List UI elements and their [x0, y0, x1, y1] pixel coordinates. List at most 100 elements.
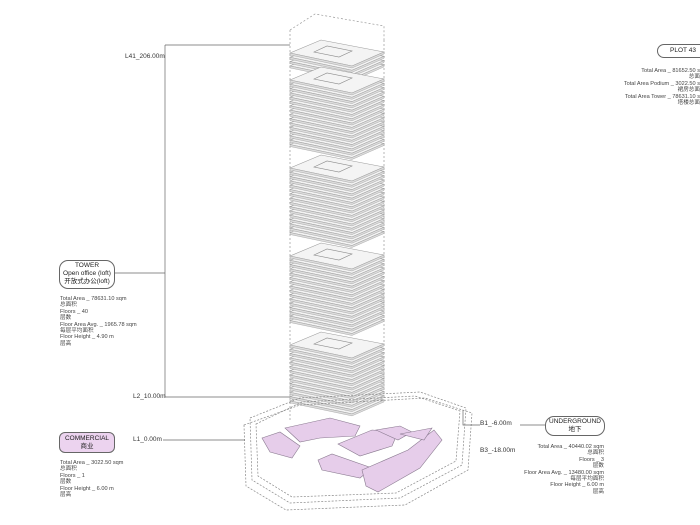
floor-slab-edge [289, 399, 385, 417]
tower-line: Total Area _ 78631.10 sqm [60, 296, 127, 302]
floor-slab-edge [289, 314, 385, 332]
floor-slab-edge [289, 205, 385, 222]
underground-badge: UNDERGROUND 地下 [545, 416, 605, 436]
underground-line: Floors _ 3 [579, 456, 604, 463]
tower-line: 层数 [60, 315, 72, 322]
floor-slab-edge [289, 91, 385, 109]
underground-line: Floor Area Avg. _ 13480.00 sqm [524, 469, 604, 476]
floor-slab-edge [289, 254, 385, 272]
commercial-title-cn: 商业 [80, 443, 94, 450]
underground-outline [243, 391, 473, 511]
floor-slab-edge [289, 113, 385, 130]
commercial-line: 层高 [60, 492, 72, 499]
floor-slab-edge [289, 201, 385, 218]
floor-slab-edge [289, 347, 385, 365]
floor-slab-edge [289, 378, 385, 395]
floor-slab-edge [289, 306, 385, 323]
floor-slab-edge [289, 95, 385, 113]
commercial-block [399, 427, 433, 441]
floor-slab-edge [289, 108, 385, 126]
floor-slab-edge [289, 284, 385, 302]
floor-slab-edge [289, 301, 385, 319]
floor-slab-edge [289, 192, 385, 210]
floor-slab-edge [289, 365, 385, 382]
floor-slab-edge [289, 319, 385, 336]
floor-slab-edge [289, 390, 385, 408]
commercial-badge: COMMERCIAL 商业 [59, 432, 115, 453]
floor-slab-edge [289, 231, 385, 248]
floor-slab-edge [289, 121, 385, 139]
commercial-block [361, 429, 443, 493]
commercial-line: Floors _ 1 [60, 472, 85, 479]
floor-slab-edge [289, 82, 385, 100]
floor-slab-edge [289, 289, 385, 306]
floor-slab-edge [289, 310, 385, 328]
tower-badge: TOWER Open office (loft) 开放式办公(loft) [59, 260, 115, 289]
plot-info: Total Area _ 81652.50 s 总面 Total Area Po… [600, 68, 700, 106]
underground-title: UNDERGROUND [549, 418, 601, 425]
commercial-line: 总面积 [60, 466, 77, 473]
floor-slab-edge [289, 51, 385, 69]
floor-slab-edge [289, 134, 385, 152]
floor-slab-edge [289, 170, 385, 188]
floor-slab-edge [289, 276, 385, 293]
level-label-l41: L41_206.00m [125, 53, 165, 60]
floor-slab-edge [289, 166, 385, 184]
level-label-l2: L2_10.00m [133, 393, 166, 400]
floor-slab-edge [289, 271, 385, 289]
underground-line: 每层平均面积 [570, 476, 604, 483]
core-outline [313, 248, 353, 261]
floor-slab-edge [289, 87, 385, 104]
plot-line: Total Area Tower _ 78631.10 s [624, 93, 700, 100]
floor-slab-edge [289, 125, 385, 143]
underground-line: 层高 [592, 488, 604, 495]
floor-slab-edge [289, 356, 385, 374]
tower-info: Total Area _ 78631.10 sqm 总面积 Floors _ 4… [60, 296, 137, 347]
floor-slab-edge [289, 263, 385, 280]
tower-line: Floor Area Avg. _ 1965.78 sqm [60, 321, 137, 328]
core-outline [313, 160, 353, 173]
floor-slab-edge [289, 209, 385, 227]
commercial-block [284, 417, 361, 443]
tower-subtitle: Open office (loft) [63, 270, 111, 277]
commercial-line: 层数 [60, 479, 72, 486]
level-label-b3: B3_-18.00m [480, 447, 516, 454]
floor-slab-edge [289, 352, 385, 369]
floor-slab-edge [289, 280, 385, 298]
plot-line: 裙房总面 [677, 87, 700, 94]
underground-line: Floor Height _ 6.00 m [550, 482, 604, 489]
tower-line: Floors _ 40 [60, 308, 88, 315]
floor-slab-edge [289, 293, 385, 310]
floor-slab-edge [289, 143, 385, 160]
floor-slab-edge [289, 183, 385, 201]
floor-slab-edge [289, 343, 385, 361]
plot-line: Total Area Podium _ 3022.50 s [623, 80, 700, 87]
plot-line: 塔楼总面 [677, 100, 700, 107]
floor-slab-edge [289, 175, 385, 192]
commercial-block [337, 429, 399, 457]
floor-slab-edge [289, 218, 385, 235]
tower-line: 层高 [60, 340, 72, 347]
underground-line: 总面积 [587, 450, 604, 457]
plot-line: Total Area _ 81652.50 s [641, 68, 700, 74]
commercial-podium [261, 417, 443, 493]
leader-lines [113, 44, 545, 441]
tower-line: Floor Height _ 4.90 m [60, 334, 114, 341]
floor-slab-edge [289, 138, 385, 156]
tower-line: 总面积 [60, 302, 77, 309]
floor-slab-edge [289, 213, 385, 231]
underground-line: 层数 [592, 463, 604, 470]
floor-slab-edge [289, 297, 385, 315]
floor-slab-edge [289, 100, 385, 117]
tower-subtitle-cn: 开放式办公(loft) [64, 278, 110, 285]
commercial-block [261, 431, 301, 459]
level-label-b1: B1_-6.00m [480, 420, 512, 427]
floor-slab-edge [289, 78, 385, 96]
plot-badge: PLOT 43 [657, 44, 700, 58]
commercial-line: Total Area _ 3022.50 sqm [60, 460, 124, 466]
floor-slab-edge [289, 226, 385, 244]
floor-slab-edge [289, 196, 385, 214]
floor-slab-edge [289, 117, 385, 134]
core-outline [313, 337, 353, 350]
